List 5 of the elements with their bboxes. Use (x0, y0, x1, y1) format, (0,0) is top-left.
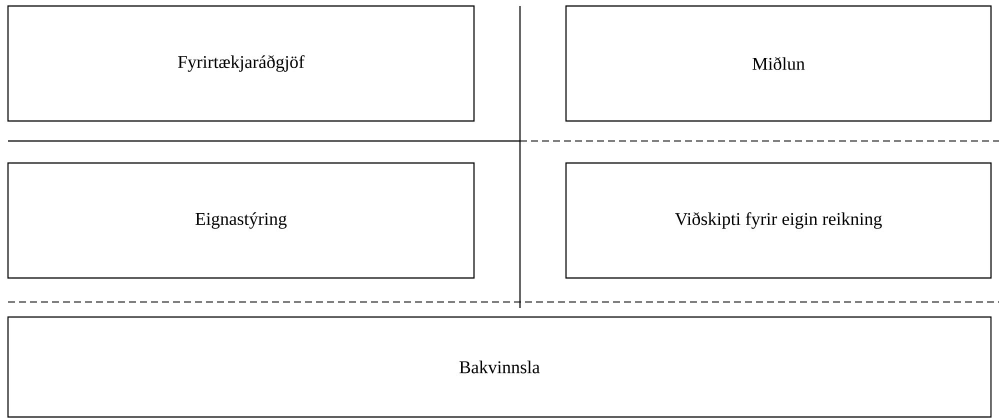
text-box: Eignastýring (7, 162, 475, 279)
text-box: Bakvinnsla (7, 316, 992, 418)
text-box: Viðskipti fyrir eigin reikning (565, 162, 992, 279)
text-box: Miðlun (565, 5, 992, 122)
text-box: Fyrirtækjaráðgjöf (7, 5, 475, 122)
